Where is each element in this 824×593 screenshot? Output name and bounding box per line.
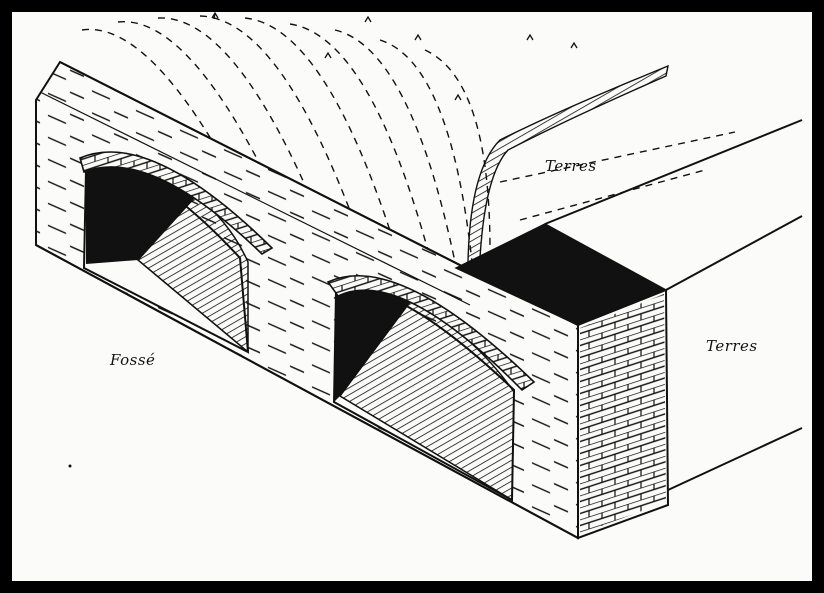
label-earth-side: Terres	[706, 337, 758, 355]
pier-end-face	[577, 288, 670, 540]
grass-tufts	[211, 12, 578, 101]
wall-cornice	[39, 91, 471, 306]
earth-embankment	[81, 15, 736, 263]
earth-block-right	[544, 119, 803, 491]
wall-base	[35, 244, 579, 539]
arch-opening-1	[79, 151, 274, 354]
fortification-drawing	[35, 12, 803, 540]
label-ditch: Fossé	[110, 351, 156, 369]
label-earth-top: Terres	[545, 157, 597, 175]
ditch-mark	[68, 464, 72, 468]
drawing-canvas: Fossé Terres Terres	[12, 12, 812, 581]
arch-2-voussoirs	[326, 274, 536, 392]
arch-opening-2	[326, 274, 536, 502]
arch-1-voussoirs	[79, 151, 274, 256]
